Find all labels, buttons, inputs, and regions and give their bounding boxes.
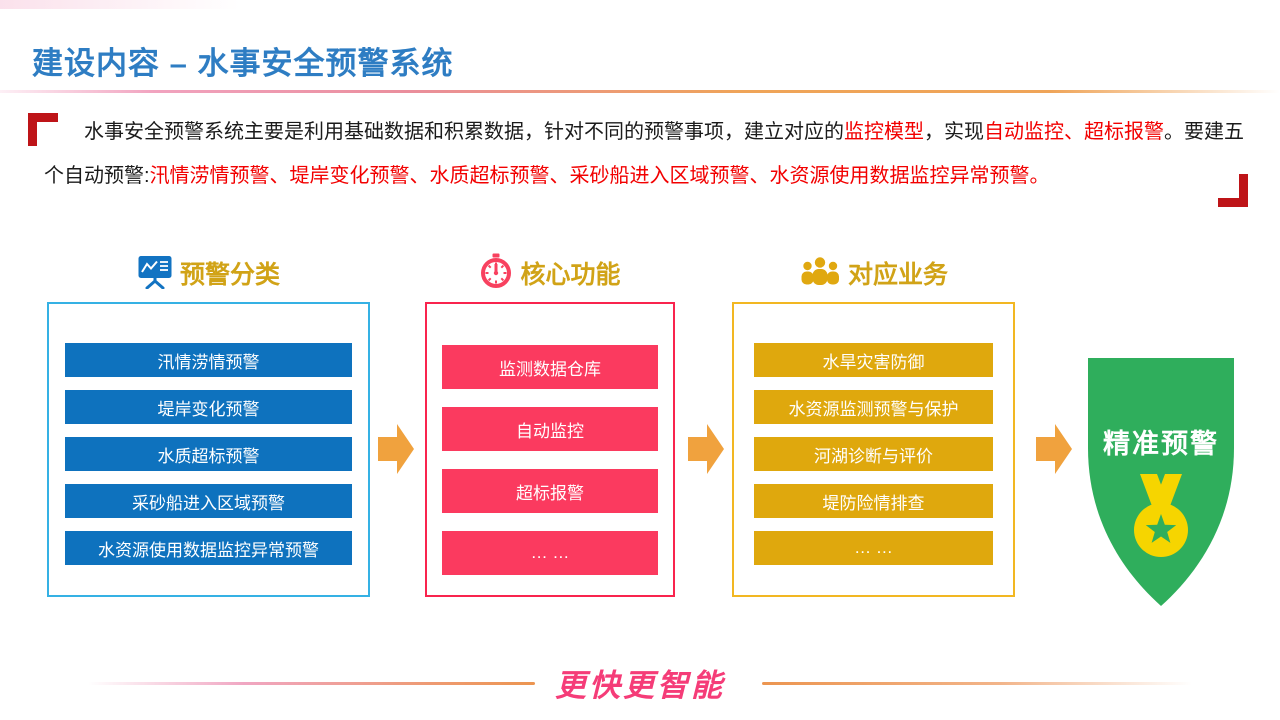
arrow-right-icon <box>688 424 724 474</box>
intro-seg-2-highlight: 监控模型 <box>844 121 924 143</box>
column-header-label: 核心功能 <box>520 261 621 289</box>
intro-seg-5: 。要建五个自动预警: <box>44 121 1244 187</box>
list-item: 超标报警 <box>442 469 658 513</box>
list-item: 采砂船进入区域预警 <box>65 484 352 518</box>
arrow-right-icon <box>378 424 414 474</box>
list-item: 监测数据仓库 <box>442 345 658 389</box>
warning-categories-box: 汛情涝情预警 堤岸变化预警 水质超标预警 采砂船进入区域预警 水资源使用数据监控… <box>47 302 370 597</box>
column-header-warning-categories: 预警分类 <box>47 250 370 296</box>
intro-seg-1: 水事安全预警系统主要是利用基础数据和积累数据，针对不同的预警事项，建立对应的 <box>84 121 844 143</box>
column-header-label: 对应业务 <box>847 261 948 289</box>
title-underline <box>0 90 1280 93</box>
top-left-decoration <box>0 0 240 9</box>
list-item: 堤岸变化预警 <box>65 390 352 424</box>
list-item: 水资源监测预警与保护 <box>754 390 993 424</box>
shield-icon <box>1088 358 1234 606</box>
list-item: 汛情涝情预警 <box>65 343 352 377</box>
arrow-right-icon <box>1036 424 1072 474</box>
intro-seg-4-highlight: 自动监控、超标报警 <box>984 121 1164 143</box>
intro-seg-3: ，实现 <box>924 121 984 143</box>
slogan-line-right <box>762 682 1192 685</box>
people-icon <box>799 254 841 293</box>
shield-label: 精准预警 <box>1103 429 1219 459</box>
close-bracket-decoration <box>1218 174 1248 207</box>
intro-seg-6-highlight: 汛情涝情预警、堤岸变化预警、水质超标预警、采砂船进入区域预警、水资源使用数据监控… <box>149 165 1050 187</box>
list-item: … … <box>442 531 658 575</box>
list-item: … … <box>754 531 993 565</box>
list-item: 自动监控 <box>442 407 658 451</box>
column-header-related-business: 对应业务 <box>732 250 1015 296</box>
column-header-core-functions: 核心功能 <box>425 250 675 296</box>
page-title: 建设内容 – 水事安全预警系统 <box>32 46 454 81</box>
slogan-text: 更快更智能 <box>555 668 725 703</box>
open-bracket-decoration <box>28 113 58 146</box>
list-item: 堤防险情排查 <box>754 484 993 518</box>
list-item: 水资源使用数据监控异常预警 <box>65 531 352 565</box>
intro-text: 水事安全预警系统主要是利用基础数据和积累数据，针对不同的预警事项，建立对应的监控… <box>44 110 1244 198</box>
list-item: 水质超标预警 <box>65 437 352 471</box>
result-shield: 精准预警 <box>1078 352 1244 614</box>
core-functions-box: 监测数据仓库 自动监控 超标报警 … … <box>425 302 675 597</box>
column-header-label: 预警分类 <box>179 261 280 289</box>
list-item: 河湖诊断与评价 <box>754 437 993 471</box>
related-business-box: 水旱灾害防御 水资源监测预警与保护 河湖诊断与评价 堤防险情排查 … … <box>732 302 1015 597</box>
medal-icon <box>1134 474 1188 557</box>
list-item: 水旱灾害防御 <box>754 343 993 377</box>
intro-paragraph: 水事安全预警系统主要是利用基础数据和积累数据，针对不同的预警事项，建立对应的监控… <box>28 110 1250 207</box>
stopwatch-icon <box>479 253 513 294</box>
slogan-line-left <box>88 682 535 685</box>
chart-board-icon <box>137 253 173 294</box>
